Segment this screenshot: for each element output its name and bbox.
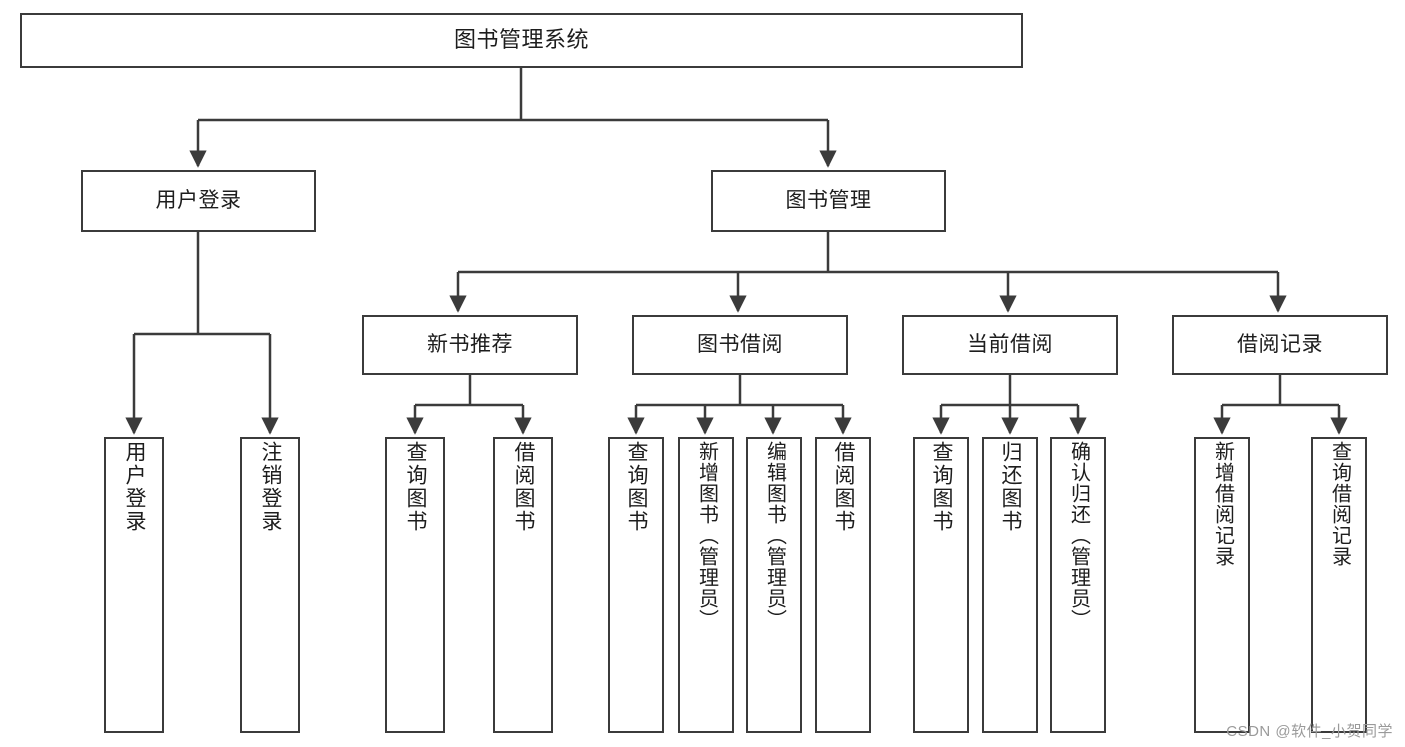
node-new-book-recommend[interactable]: 新书推荐 xyxy=(362,315,578,375)
node-label: 用户登录 xyxy=(123,441,147,533)
node-root-system[interactable]: 图书管理系统 xyxy=(20,13,1023,68)
leaf-query-book-borrow[interactable]: 查询图书 xyxy=(608,437,664,733)
node-label: 归还图书 xyxy=(999,441,1023,533)
node-label: 查询图书 xyxy=(625,441,649,533)
leaf-confirm-return-admin[interactable]: 确认归还（管理员） xyxy=(1050,437,1106,733)
node-label: 借阅记录 xyxy=(1237,333,1323,357)
leaf-borrow-book[interactable]: 借阅图书 xyxy=(815,437,871,733)
node-label: 编辑图书（管理员） xyxy=(763,441,786,630)
leaf-query-borrow-record[interactable]: 查询借阅记录 xyxy=(1311,437,1367,733)
node-label: 新增借阅记录 xyxy=(1211,441,1234,567)
leaf-query-book-current[interactable]: 查询图书 xyxy=(913,437,969,733)
node-label: 确认归还（管理员） xyxy=(1067,441,1090,630)
watermark-text: CSDN @软件_小贺同学 xyxy=(1226,723,1393,740)
leaf-logout[interactable]: 注销登录 xyxy=(240,437,300,733)
node-label: 查询图书 xyxy=(930,441,954,533)
node-book-management[interactable]: 图书管理 xyxy=(711,170,946,232)
node-label: 借阅图书 xyxy=(512,441,536,533)
leaf-add-borrow-record[interactable]: 新增借阅记录 xyxy=(1194,437,1250,733)
node-borrow-record[interactable]: 借阅记录 xyxy=(1172,315,1388,375)
leaf-borrow-book-recommend[interactable]: 借阅图书 xyxy=(493,437,553,733)
leaf-user-login[interactable]: 用户登录 xyxy=(104,437,164,733)
leaf-query-book-recommend[interactable]: 查询图书 xyxy=(385,437,445,733)
node-current-borrow[interactable]: 当前借阅 xyxy=(902,315,1118,375)
node-user-login[interactable]: 用户登录 xyxy=(81,170,316,232)
node-label: 新增图书（管理员） xyxy=(695,441,718,630)
node-label: 图书借阅 xyxy=(697,333,783,357)
leaf-add-book-admin[interactable]: 新增图书（管理员） xyxy=(678,437,734,733)
node-label: 注销登录 xyxy=(259,441,283,533)
node-label: 查询借阅记录 xyxy=(1328,441,1351,567)
node-label: 查询图书 xyxy=(404,441,428,533)
node-label: 图书管理系统 xyxy=(453,27,589,53)
node-label: 图书管理 xyxy=(785,189,872,213)
node-label: 新书推荐 xyxy=(427,333,513,357)
node-label: 借阅图书 xyxy=(832,441,856,533)
node-label: 用户登录 xyxy=(155,189,242,213)
leaf-edit-book-admin[interactable]: 编辑图书（管理员） xyxy=(746,437,802,733)
node-book-borrow[interactable]: 图书借阅 xyxy=(632,315,848,375)
node-label: 当前借阅 xyxy=(967,333,1053,357)
leaf-return-book[interactable]: 归还图书 xyxy=(982,437,1038,733)
